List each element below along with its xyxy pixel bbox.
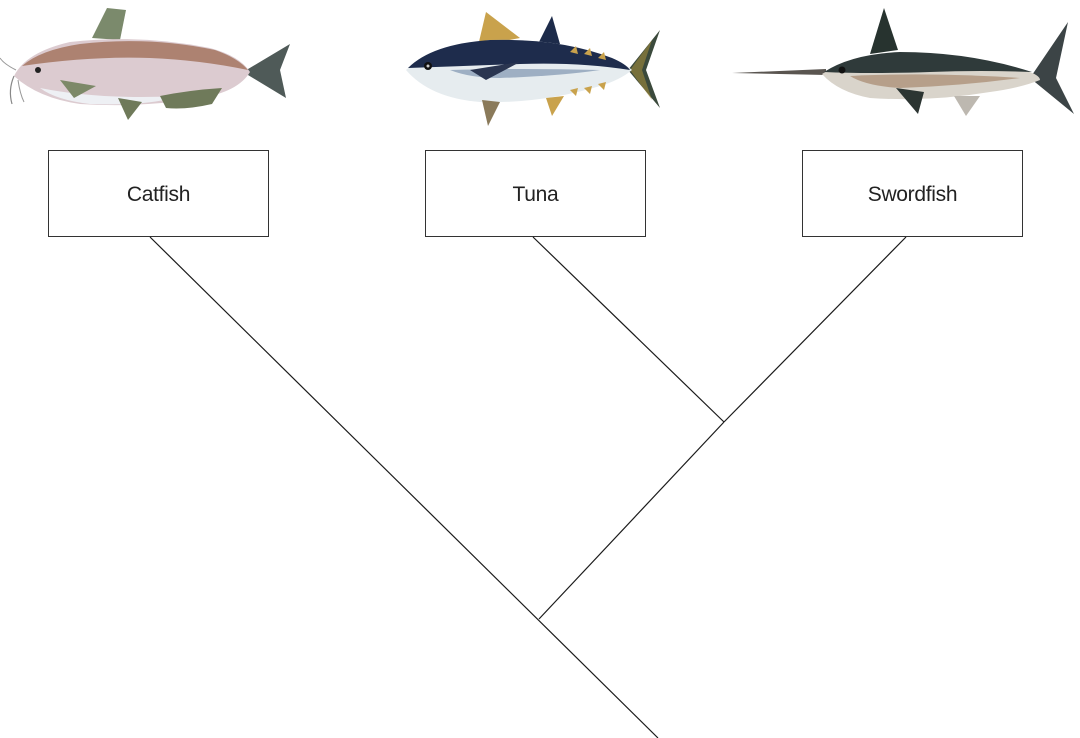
taxon-box-tuna: Tuna xyxy=(425,150,646,237)
branch-tuna-swordfish-clade xyxy=(538,421,725,620)
tree-branches xyxy=(149,236,907,738)
taxon-label-catfish: Catfish xyxy=(127,183,190,206)
branch-swordfish xyxy=(723,236,907,423)
taxon-box-swordfish: Swordfish xyxy=(802,150,1023,237)
branch-catfish xyxy=(149,236,659,738)
taxon-label-swordfish: Swordfish xyxy=(868,183,958,206)
taxon-label-tuna: Tuna xyxy=(513,183,560,206)
taxon-box-catfish: Catfish xyxy=(48,150,269,237)
branch-tuna xyxy=(532,236,725,423)
tuna-illustration xyxy=(406,12,660,126)
swordfish-illustration xyxy=(732,8,1074,116)
catfish-illustration xyxy=(0,8,290,120)
